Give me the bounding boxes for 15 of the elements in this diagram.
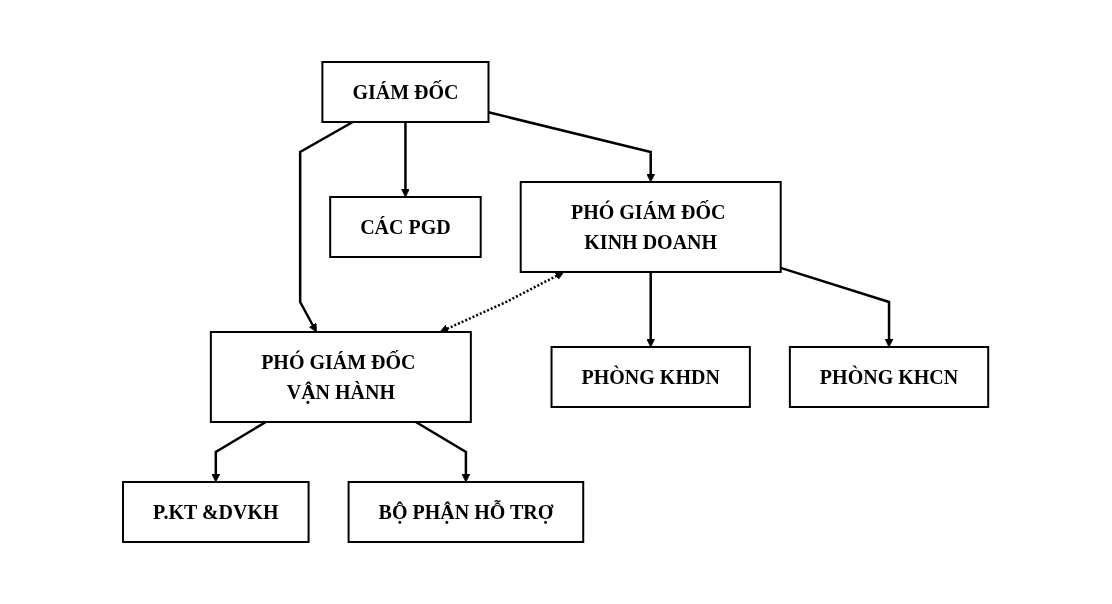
arrow [488, 111, 656, 183]
arrow [646, 272, 656, 348]
arrow [780, 266, 894, 348]
arrow [415, 420, 471, 483]
node-box: P.KT &DVKH [122, 481, 310, 543]
arrow [440, 271, 565, 333]
node-box: PHÓ GIÁM ĐỐC VẬN HÀNH [210, 331, 473, 423]
node-box: CÁC PGD [329, 196, 483, 258]
node-box: GIÁM ĐỐC [321, 61, 490, 123]
node-box: PHÒNG KHCN [789, 346, 990, 408]
node-box: PHÓ GIÁM ĐỐC KINH DOANH [520, 181, 783, 273]
node-box: BỘ PHẬN HỖ TRỢ [347, 481, 585, 543]
node-box: PHÒNG KHDN [550, 346, 752, 408]
arrow [211, 420, 267, 483]
arrow [401, 122, 411, 198]
